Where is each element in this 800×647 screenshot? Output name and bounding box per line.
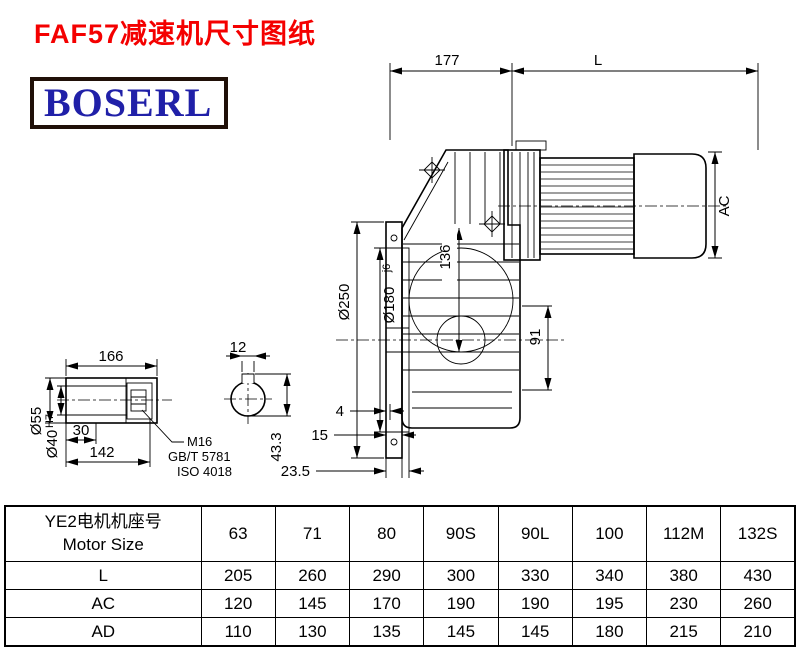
value-cell: 260 xyxy=(720,589,796,618)
value-cell: 145 xyxy=(423,617,499,647)
value-cell: 260 xyxy=(274,561,351,590)
dim-phi40-fit-label: H7 xyxy=(44,414,56,428)
size-col-header: 90L xyxy=(497,505,573,562)
value-cell: 145 xyxy=(497,617,573,647)
dim-phi250-label: Ø250 xyxy=(336,284,353,321)
table-header-row: YE2电机机座号 Motor Size 63 71 80 90S 90L 100… xyxy=(4,505,796,562)
value-cell: 430 xyxy=(720,561,796,590)
gearbox-main-view: 177 L xyxy=(281,52,759,480)
value-cell: 110 xyxy=(200,617,276,647)
value-cell: 215 xyxy=(645,617,722,647)
value-cell: 290 xyxy=(348,561,425,590)
dim-142-label: 142 xyxy=(89,444,114,461)
dim-30-label: 30 xyxy=(73,422,90,439)
size-col-header: 100 xyxy=(571,505,648,562)
dim-4-label: 4 xyxy=(336,403,344,420)
shaft-detail-view: 166 Ø55 Ø40 H7 30 142 M16 GB/T 5781 ISO … xyxy=(28,339,291,479)
dimension-table: YE2电机机座号 Motor Size 63 71 80 90S 90L 100… xyxy=(4,505,796,647)
value-cell: 380 xyxy=(645,561,722,590)
value-cell: 210 xyxy=(720,617,796,647)
dim-177-label: 177 xyxy=(434,52,459,69)
dim-136-label: 136 xyxy=(437,244,454,269)
dim-phi40-label: Ø40 xyxy=(44,430,61,458)
value-cell: 190 xyxy=(423,589,499,618)
value-cell: 205 xyxy=(200,561,276,590)
fan-cover xyxy=(633,153,707,259)
table-row-AD: AD 110 130 135 145 145 180 215 210 xyxy=(4,617,796,647)
dim-43_3-label: 43.3 xyxy=(268,432,285,461)
dim-AC-label: AC xyxy=(716,195,733,216)
hollow-shaft xyxy=(65,377,158,424)
bolt-thread-label: M16 xyxy=(187,434,212,449)
value-cell: 340 xyxy=(571,561,648,590)
bolt-standard-gb-label: GB/T 5781 xyxy=(168,449,231,464)
row-label: L xyxy=(4,561,202,590)
header-motor-size-en: Motor Size xyxy=(62,535,144,554)
value-cell: 120 xyxy=(200,589,276,618)
size-col-header: 112M xyxy=(645,505,722,562)
dim-15-label: 15 xyxy=(311,427,328,444)
value-cell: 195 xyxy=(571,589,648,618)
reference-mark-icon xyxy=(479,211,505,237)
boserl-logo-text: BOSERL xyxy=(44,80,213,125)
size-col-header: 71 xyxy=(274,505,351,562)
boserl-logo-box: BOSERL xyxy=(30,77,228,129)
dim-L-label: L xyxy=(594,52,602,69)
table-row-AC: AC 120 145 170 190 190 195 230 260 xyxy=(4,589,796,618)
header-motor-size-cn: YE2电机机座号 xyxy=(44,512,162,532)
page-title: FAF57减速机尺寸图纸 xyxy=(34,19,317,49)
bolt-standard-iso-label: ISO 4018 xyxy=(177,464,232,479)
size-col-header: 90S xyxy=(423,505,499,562)
value-cell: 145 xyxy=(274,589,351,618)
reference-mark-icon xyxy=(419,157,445,183)
dim-phi180-fit-label: j6 xyxy=(381,264,393,274)
dim-91-label: 91 xyxy=(527,329,544,346)
size-col-header: 80 xyxy=(348,505,425,562)
value-cell: 230 xyxy=(645,589,722,618)
value-cell: 180 xyxy=(571,617,648,647)
dim-166-label: 166 xyxy=(98,348,123,365)
dim-23_5-label: 23.5 xyxy=(281,463,310,480)
dim-phi55-label: Ø55 xyxy=(28,407,45,435)
row-label: AC xyxy=(4,589,202,618)
value-cell: 190 xyxy=(497,589,573,618)
dim-12-label: 12 xyxy=(230,339,247,356)
dim-phi180-label: Ø180 xyxy=(381,287,398,324)
value-cell: 300 xyxy=(423,561,499,590)
table-row-L: L 205 260 290 300 330 340 380 430 xyxy=(4,561,796,590)
size-col-header: 63 xyxy=(200,505,276,562)
value-cell: 330 xyxy=(497,561,573,590)
technical-drawing: 177 L xyxy=(28,52,759,480)
value-cell: 170 xyxy=(348,589,425,618)
header-motor-size: YE2电机机座号 Motor Size xyxy=(4,505,202,562)
value-cell: 130 xyxy=(274,617,351,647)
motor xyxy=(498,140,726,261)
gear-housing xyxy=(401,149,521,429)
row-label: AD xyxy=(4,617,202,647)
value-cell: 135 xyxy=(348,617,425,647)
size-col-header: 132S xyxy=(720,505,796,562)
